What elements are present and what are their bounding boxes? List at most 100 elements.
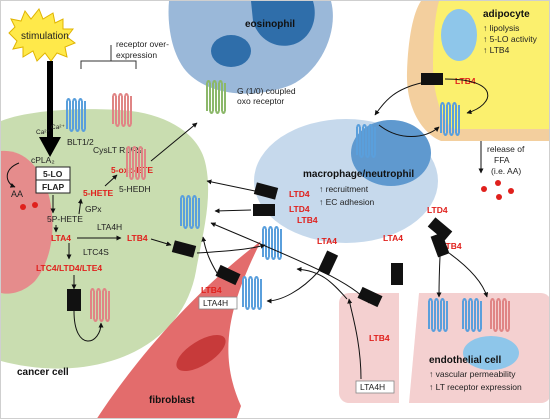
mac-to-fibro-arrow (266, 270, 320, 304)
lta4-mid-arrow (296, 266, 348, 300)
mac-to-cancer-arrow-1 (206, 179, 256, 192)
lta4-mid-label: LTA4 (383, 233, 403, 243)
fibroblast-cell (97, 241, 261, 418)
macrophage-effect-2: ↑ EC adhesion (319, 197, 375, 207)
ffa-line-2: FFA (494, 155, 510, 165)
endo-transporter-icon (357, 286, 383, 308)
ltd4-to-endo-arrow (436, 236, 442, 298)
over-expression-line-2: expression (116, 50, 157, 60)
5oxo-to-oxo-receptor-arrow (150, 122, 198, 162)
five-lo-label: 5-LO (43, 169, 63, 179)
lta4h-label: LTA4H (97, 222, 122, 232)
macrophage-effect-1: ↑ recruitment (319, 184, 369, 194)
ffa-dot-icon (496, 194, 502, 200)
stimulation-label: stimulation (21, 31, 69, 42)
ltb4-endo-label: LTB4 (369, 333, 390, 343)
flap-label: FLAP (42, 182, 65, 192)
ltd4-label-a: LTD4 (289, 189, 310, 199)
lta4-label: LTA4 (51, 233, 71, 243)
endo-receptor-red-icon (490, 298, 510, 332)
blt-receptor-icon (66, 98, 86, 132)
ltb4-fibro-label: LTB4 (201, 285, 222, 295)
mac-right2-transporter-icon (430, 232, 450, 258)
adipocyte-to-macrophage-arrow (374, 82, 422, 116)
ltb4-label-c: LTB4 (297, 215, 318, 225)
stimulation-starburst-icon (8, 8, 77, 62)
adipocyte-return-arrow (378, 124, 440, 137)
endo-receptor-left-icon (428, 298, 448, 332)
adipocyte-label: adipocyte (483, 9, 530, 20)
cyslt-label: CysLT R1/R2 (93, 145, 144, 155)
endo-lta4-arrow (347, 298, 362, 380)
macrophage-top-receptor-icon (356, 124, 376, 158)
cpla2-curved-arrow (6, 162, 20, 188)
endothelial-nucleus (463, 336, 519, 370)
lta4h-fibro-label: LTA4H (203, 298, 228, 308)
endo-receptor-mid-icon (462, 298, 482, 332)
adipocyte-blt-receptor-icon (440, 102, 460, 136)
five-p-hete-label: 5P-HETE (47, 214, 83, 224)
receptor-over-expression-label: receptor over- expression (116, 39, 171, 60)
mac-ltd4-transporter-icon (253, 182, 279, 200)
adipocyte-transporter-icon (421, 73, 443, 85)
ltc4-ltd4-lte4-label: LTC4/LTD4/LTE4 (36, 263, 102, 273)
cancer-ltc4-transporter-icon (67, 289, 81, 311)
ltd4-right-label: LTD4 (427, 205, 448, 215)
cancer-cyslt-receptor-icon (90, 288, 110, 322)
lta4h-fibro-box (198, 296, 238, 310)
stimulation-arrow-head (39, 137, 61, 157)
ltd4-label-b: LTD4 (289, 204, 310, 214)
over-expression-bracket (80, 60, 137, 69)
ltb4-label: LTB4 (127, 233, 148, 243)
ffa-dot-icon (495, 180, 501, 186)
ltb4-to-transporter-arrow (150, 238, 172, 247)
cyslt-receptor-icon (112, 93, 132, 127)
aa-label: AA (11, 189, 23, 199)
adipocyte-nucleus (441, 9, 477, 61)
oxo-receptor-label: G (1/0) coupled oxo receptor (237, 86, 298, 106)
endothelial-label: endothelial cell (429, 355, 501, 366)
cancer-red-receptor-icon (126, 146, 146, 180)
mac-lta4-transporter-icon (317, 250, 339, 276)
ltc4-loop-arrow (73, 310, 104, 342)
ffa-line-1: release of (487, 144, 525, 154)
calcium-label-1: Ca²⁺ (36, 129, 50, 136)
fibroblast-receptor-icon (242, 276, 262, 310)
ltb4-right-label: LTB4 (441, 241, 462, 251)
adipocyte-loop-arrow (444, 78, 489, 115)
oxo-receptor-icon (206, 80, 226, 114)
release-ffa-label: release of FFA (i.e. AA) (487, 144, 527, 176)
calcium-label-2: Ca²⁺ (51, 124, 65, 131)
ffa-dot-icon (508, 188, 514, 194)
macrophage-label: macrophage/neutrophil (303, 169, 414, 180)
five-hete-label: 5-HETE (83, 188, 114, 198)
fibro-to-cancer-arrow (201, 236, 218, 274)
ffa-line-3: (i.e. AA) (491, 166, 521, 176)
fibroblast-transporter-icon (215, 264, 241, 286)
lta4-mac-label: LTA4 (317, 236, 337, 246)
cancer-cell-label: cancer cell (17, 367, 69, 378)
lta4h-endo-box (355, 380, 395, 394)
cancer-ltb4-transporter-icon (171, 240, 197, 258)
gpx-label: GPx (85, 204, 102, 214)
ffa-dot-icon (481, 186, 487, 192)
cancer-ltb4-to-mac-arrow (196, 243, 266, 254)
flap-box (35, 179, 71, 194)
over-expression-line-1: receptor over- (116, 39, 169, 49)
cancer-blt-receptor-icon (180, 195, 200, 229)
mac-left-receptor-icon (262, 226, 282, 260)
fibroblast-nucleus (176, 335, 226, 371)
adipocyte-effect-3: ↑ LTB4 (483, 45, 510, 55)
ltb4-to-endo-arrow (448, 252, 489, 298)
fibroblast-label: fibroblast (149, 395, 195, 406)
aa-dot-icon (32, 202, 38, 208)
adipocyte-ltb4-label: LTB4 (455, 76, 476, 86)
aa-dot-icon (20, 204, 26, 210)
five-hedh-label: 5-HEDH (119, 184, 151, 194)
mac-to-cancer-arrow-2 (214, 208, 252, 214)
blt-label: BLT1/2 (67, 137, 94, 147)
lta4h-endo-label: LTA4H (360, 382, 385, 392)
adipocyte-effect-2: ↑ 5-LO activity (483, 34, 538, 44)
eosinophil-nucleus-lobe (211, 35, 251, 67)
